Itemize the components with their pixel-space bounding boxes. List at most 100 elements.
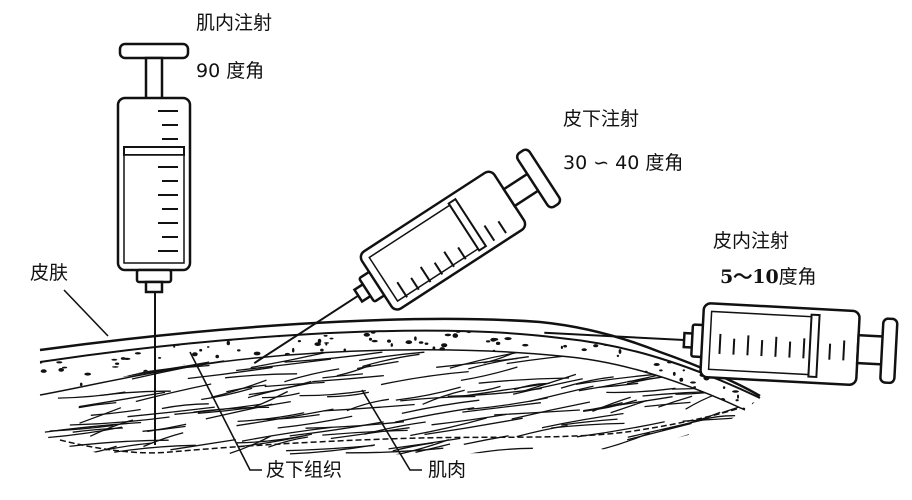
subcutaneous-tissue-label: 皮下组织 bbox=[266, 459, 343, 481]
fat-speckle bbox=[317, 338, 322, 344]
fat-speckle bbox=[618, 349, 622, 354]
fat-speckle bbox=[391, 368, 395, 371]
fat-speckle bbox=[509, 363, 516, 367]
fat-speckle bbox=[566, 361, 574, 366]
subcutaneous-leader bbox=[189, 351, 262, 471]
fat-speckle bbox=[138, 343, 144, 348]
intramuscular-syringe bbox=[116, 42, 192, 445]
muscle-label: 肌肉 bbox=[428, 459, 467, 481]
graduation-marks bbox=[158, 110, 178, 252]
muscle-fiber bbox=[127, 406, 215, 418]
muscle-fiber bbox=[467, 385, 501, 393]
fat-speckle bbox=[633, 407, 640, 410]
fat-speckle bbox=[134, 352, 141, 355]
fat-speckle bbox=[287, 374, 290, 378]
fat-speckle bbox=[439, 368, 442, 372]
muscle-fiber bbox=[127, 360, 225, 378]
fat-speckle bbox=[540, 368, 547, 374]
fat-speckle bbox=[363, 383, 367, 389]
fat-speckle bbox=[607, 330, 611, 332]
fat-speckle bbox=[675, 321, 680, 323]
fat-speckle bbox=[381, 391, 387, 396]
fat-speckle bbox=[98, 390, 103, 394]
muscle-fiber bbox=[79, 407, 122, 424]
fat-speckle bbox=[338, 330, 343, 331]
subcutaneous-title: 皮下注射 bbox=[563, 108, 640, 130]
fat-speckle bbox=[441, 343, 448, 348]
fat-speckle bbox=[514, 363, 521, 366]
muscle-fiber bbox=[248, 380, 312, 396]
fat-speckle bbox=[393, 369, 400, 373]
fat-speckle bbox=[164, 320, 171, 325]
fat-speckle bbox=[226, 340, 230, 346]
muscle-fiber bbox=[721, 396, 745, 414]
fat-speckle bbox=[493, 353, 500, 356]
fat-speckle bbox=[517, 317, 521, 320]
fat-speckle bbox=[139, 331, 142, 335]
muscle-fiber bbox=[236, 408, 334, 427]
muscle-fiber bbox=[323, 403, 415, 412]
muscle-fiber bbox=[241, 426, 332, 442]
muscle-fiber bbox=[90, 408, 141, 416]
muscle-fiber bbox=[356, 360, 399, 370]
fat-speckle bbox=[172, 402, 179, 406]
fat-speckle bbox=[294, 386, 301, 390]
fat-speckle bbox=[692, 396, 698, 400]
plunger-cap bbox=[118, 42, 190, 60]
fat-speckle bbox=[354, 350, 359, 355]
fat-speckle bbox=[250, 328, 253, 330]
fat-speckle bbox=[192, 352, 198, 357]
fat-speckle bbox=[421, 386, 427, 390]
fat-speckle bbox=[293, 364, 299, 369]
plunger-cap bbox=[879, 317, 899, 385]
fat-speckle bbox=[40, 369, 47, 373]
muscle-fiber bbox=[174, 403, 261, 415]
fat-speckle bbox=[40, 406, 46, 410]
fat-speckle bbox=[111, 366, 119, 368]
fat-speckle bbox=[655, 342, 659, 347]
muscle-fiber bbox=[380, 370, 469, 386]
intradermal-title: 皮内注射 bbox=[713, 230, 790, 252]
fat-speckle bbox=[44, 334, 47, 337]
muscle-fiber bbox=[284, 351, 383, 363]
fat-speckle bbox=[519, 323, 524, 328]
fat-speckle bbox=[78, 339, 84, 344]
fat-speckle bbox=[737, 394, 739, 399]
fat-speckle bbox=[48, 319, 52, 323]
skin-layer bbox=[39, 317, 761, 398]
muscle-fiber bbox=[644, 401, 691, 408]
muscle-fiber bbox=[299, 389, 366, 397]
fat-speckle bbox=[282, 327, 288, 329]
muscle-fiber bbox=[462, 402, 541, 413]
fat-speckle bbox=[402, 386, 407, 390]
intradermal-syringe bbox=[544, 302, 899, 386]
fat-speckle bbox=[747, 384, 755, 389]
fat-speckle bbox=[79, 335, 83, 338]
fat-speckle bbox=[495, 341, 501, 345]
fat-speckle bbox=[419, 354, 422, 359]
muscle-fiber bbox=[578, 374, 659, 392]
fat-speckle bbox=[324, 342, 330, 344]
fat-speckle bbox=[460, 356, 463, 361]
fat-speckle bbox=[345, 381, 352, 384]
fat-speckle bbox=[40, 362, 43, 364]
muscle-fiber bbox=[436, 357, 519, 368]
fat-speckle bbox=[215, 354, 219, 359]
fat-speckle bbox=[309, 365, 315, 368]
fat-speckle bbox=[471, 353, 478, 357]
fat-speckle bbox=[638, 384, 645, 389]
muscle-fiber bbox=[268, 436, 308, 448]
fat-speckle bbox=[451, 368, 454, 372]
fat-speckle bbox=[56, 361, 63, 364]
fat-speckle bbox=[380, 377, 386, 380]
fat-speckle bbox=[128, 384, 135, 386]
muscle-fiber bbox=[201, 387, 253, 401]
fat-speckle bbox=[617, 330, 622, 332]
fat-speckle bbox=[497, 376, 501, 381]
fat-speckle bbox=[86, 322, 90, 325]
muscle-fiber bbox=[395, 386, 461, 401]
fat-speckle bbox=[565, 361, 569, 366]
fat-speckle bbox=[581, 348, 587, 352]
fat-speckle bbox=[102, 385, 109, 388]
muscle-fiber bbox=[513, 382, 547, 391]
